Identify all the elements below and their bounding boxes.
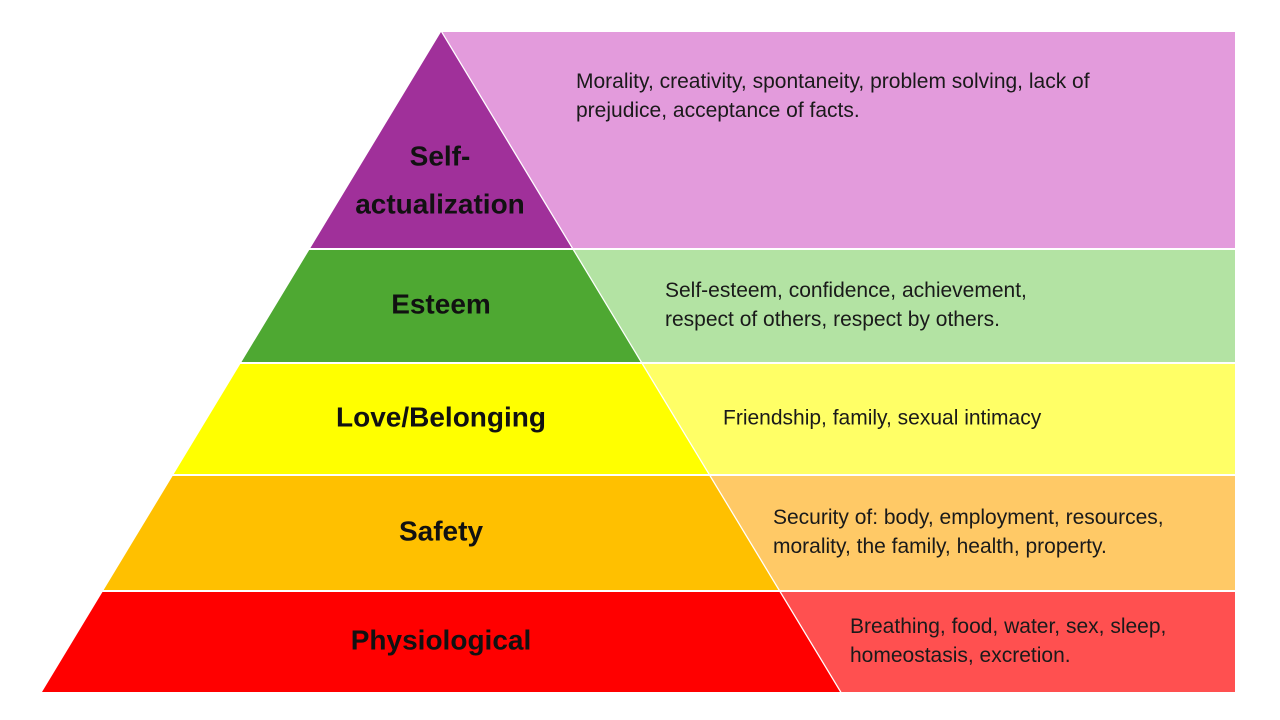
love-belonging-label-line: Love/Belonging <box>336 401 546 432</box>
self-actualization-tier <box>310 32 572 248</box>
self-actualization-label-line: Self- <box>410 140 471 171</box>
esteem-tier <box>241 250 641 362</box>
tier-labels: Self-actualizationEsteemLove/BelongingSa… <box>336 140 546 655</box>
safety-description-box <box>710 476 1235 590</box>
description-boxes <box>442 32 1235 692</box>
physiological-tier <box>42 592 840 692</box>
self-actualization-description-line: Morality, creativity, spontaneity, probl… <box>576 70 1090 93</box>
love-belonging-tier <box>173 364 709 474</box>
physiological-label-line: Physiological <box>351 624 532 655</box>
self-actualization-description-line: prejudice, acceptance of facts. <box>576 99 860 122</box>
safety-description-line: Security of: body, employment, resources… <box>773 506 1164 529</box>
safety-description-line: morality, the family, health, property. <box>773 535 1107 558</box>
love-belonging-description-box <box>643 364 1235 474</box>
self-actualization-description-box <box>442 32 1235 248</box>
esteem-description-box <box>574 250 1235 362</box>
safety-tier <box>103 476 779 590</box>
tier-descriptions: Morality, creativity, spontaneity, probl… <box>576 70 1166 667</box>
love-belonging-description-line: Friendship, family, sexual intimacy <box>723 407 1042 430</box>
physiological-description-box <box>781 592 1235 692</box>
safety-label-line: Safety <box>399 515 483 546</box>
esteem-description-line: Self-esteem, confidence, achievement, <box>665 279 1027 302</box>
physiological-description-line: Breathing, food, water, sex, sleep, <box>850 615 1166 638</box>
physiological-description-line: homeostasis, excretion. <box>850 644 1071 667</box>
pyramid-tiers <box>42 32 840 692</box>
self-actualization-label-line: actualization <box>355 188 525 219</box>
esteem-label-line: Esteem <box>391 288 491 319</box>
esteem-description-line: respect of others, respect by others. <box>665 308 1000 331</box>
